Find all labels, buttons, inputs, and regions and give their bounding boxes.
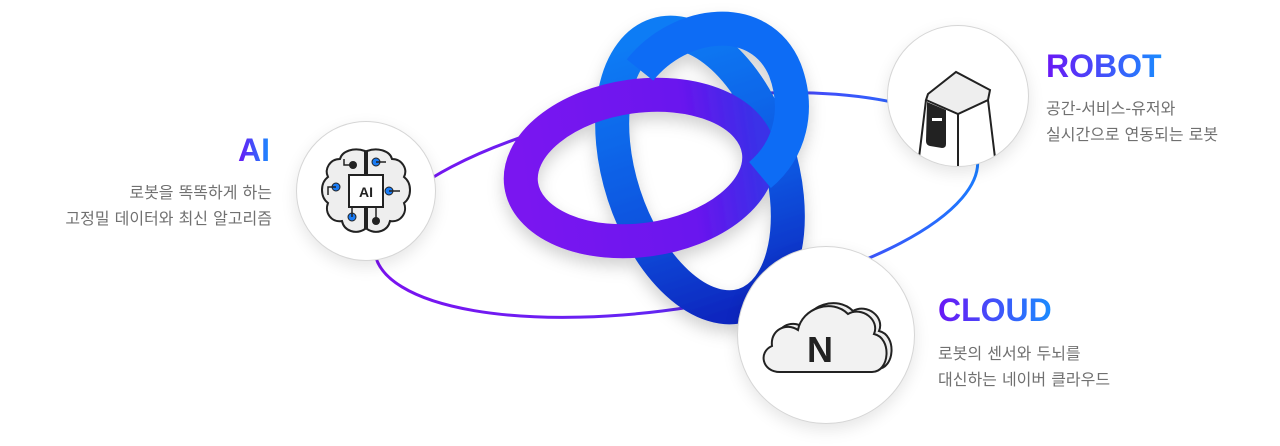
brain-chip-icon: AI — [321, 148, 411, 233]
blue-ring-front — [626, 11, 809, 189]
ai-description: 로봇을 똑똑하게 하는 고정밀 데이터와 최신 알고리즘 — [65, 180, 272, 232]
robot-description: 공간-서비스-유저와 실시간으로 연동되는 로봇 — [1046, 96, 1218, 148]
ai-title: AI — [238, 132, 270, 168]
cloud-desc-line1: 로봇의 센서와 두뇌를 — [938, 344, 1081, 363]
cloud-title: CLOUD — [938, 292, 1052, 328]
naver-n-label: N — [807, 329, 833, 370]
cloud-desc-line2: 대신하는 네이버 클라우드 — [938, 370, 1111, 389]
cloud-circle: N — [737, 246, 915, 424]
cloud-description: 로봇의 센서와 두뇌를 대신하는 네이버 클라우드 — [938, 341, 1110, 393]
chip-label: AI — [359, 184, 373, 200]
purple-ring — [503, 77, 777, 259]
ai-circle: AI — [296, 121, 436, 261]
ai-desc-line1: 로봇을 똑똑하게 하는 — [129, 183, 272, 202]
cloud-n-icon: N — [762, 302, 893, 373]
ai-desc-line2: 고정밀 데이터와 최신 알고리즘 — [65, 209, 272, 228]
robot-desc-line2: 실시간으로 연동되는 로봇 — [1046, 125, 1219, 144]
robot-icon — [917, 70, 997, 166]
robot-title: ROBOT — [1046, 48, 1162, 84]
robot-circle — [887, 25, 1029, 167]
robot-desc-line1: 공간-서비스-유저와 — [1046, 99, 1176, 118]
